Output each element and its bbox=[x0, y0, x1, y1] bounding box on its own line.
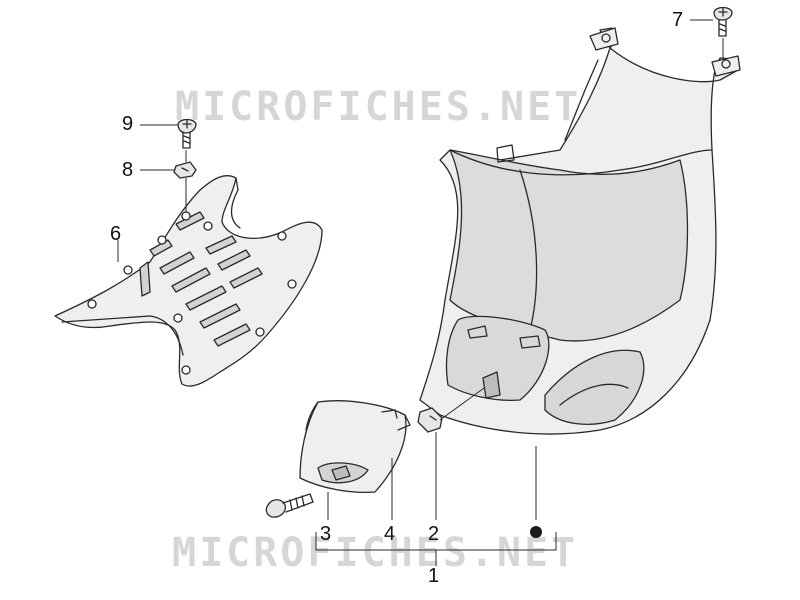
part-2-clip-nut bbox=[417, 407, 443, 433]
part-1-leg-shield bbox=[419, 27, 741, 435]
callout-8: 8 bbox=[122, 159, 134, 181]
part-8-clip-nut bbox=[173, 161, 197, 179]
callout-2: 2 bbox=[428, 523, 440, 545]
explode-line-2 bbox=[439, 387, 485, 421]
body-reference-dot bbox=[530, 526, 542, 538]
part-9-screw bbox=[177, 118, 197, 149]
callout-1: 1 bbox=[428, 565, 440, 587]
callout-6: 6 bbox=[110, 223, 122, 245]
callout-3: 3 bbox=[320, 523, 332, 545]
part-4-cover bbox=[299, 400, 411, 494]
callout-9: 9 bbox=[122, 113, 134, 135]
callout-7: 7 bbox=[672, 9, 684, 31]
part-3-screw bbox=[265, 493, 314, 518]
callout-4: 4 bbox=[384, 523, 396, 545]
part-7-screw bbox=[713, 6, 733, 37]
part-6-floor-board bbox=[54, 175, 323, 387]
